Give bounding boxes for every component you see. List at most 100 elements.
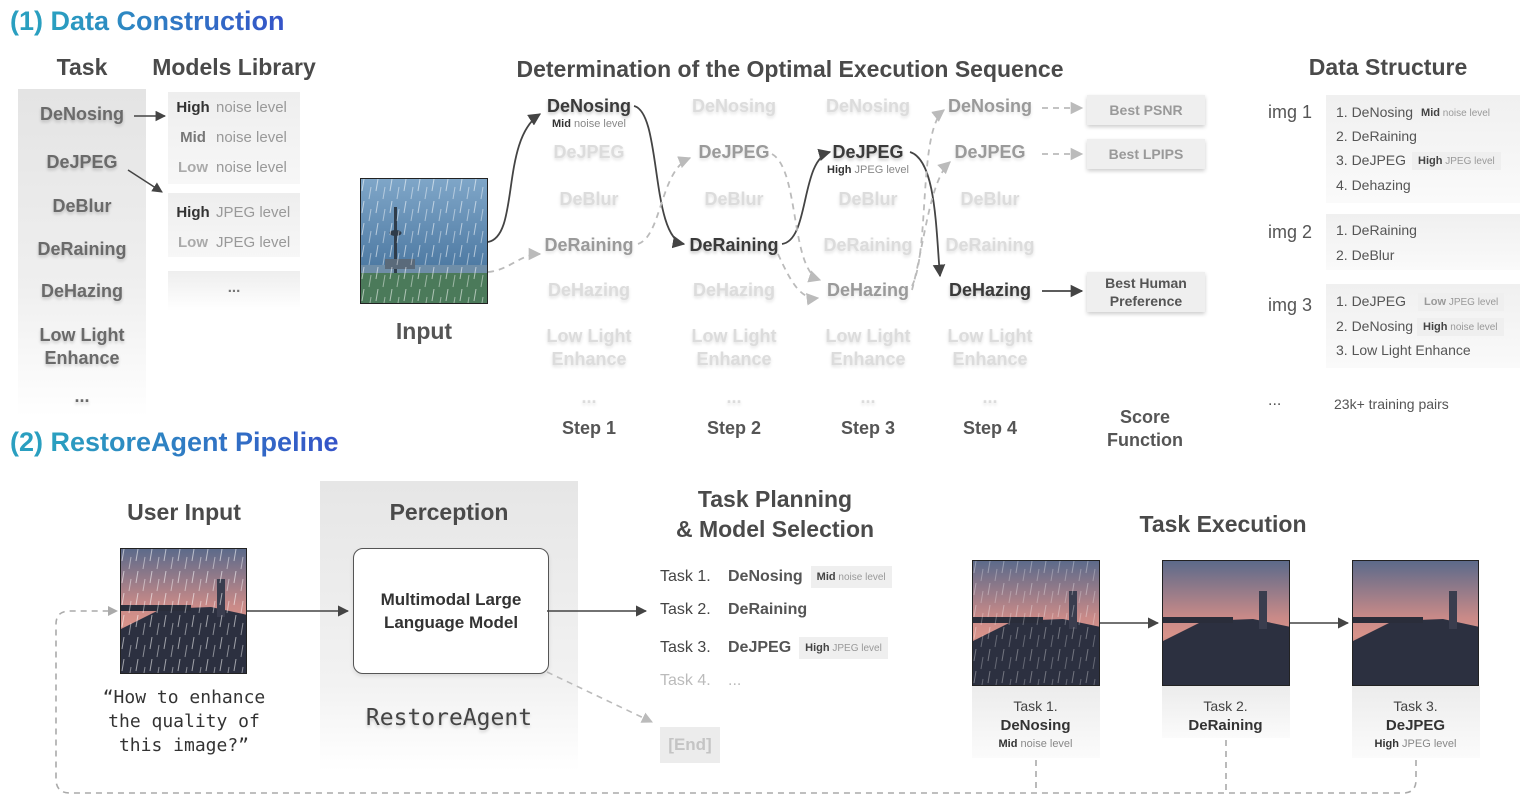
ds-img2-line2: 2. DeBlur xyxy=(1336,247,1395,263)
ds-img2-line1: 1. DeRaining xyxy=(1336,222,1417,238)
sub-text: JPEG level xyxy=(854,164,909,176)
user-input-header: User Input xyxy=(127,499,241,525)
step1-lowlight: Low Light Enhance xyxy=(546,326,632,369)
more-models-box: ... xyxy=(168,271,300,311)
step3-dejpeg: DeJPEG High JPEG level xyxy=(813,141,923,176)
level-label: High xyxy=(176,99,210,116)
optimal-sequence-header: Determination of the Optimal Execution S… xyxy=(516,56,1064,82)
step3-deblur: DeBlur xyxy=(838,189,898,209)
ds-tag: Low JPEG level xyxy=(1418,293,1505,311)
tag-text: JPEG level xyxy=(1445,156,1495,167)
sub-text: noise level xyxy=(574,118,626,130)
plan-task-num: Task 2. xyxy=(660,601,711,618)
step2-denosing: DeNosing xyxy=(691,96,776,116)
step1-more: ... xyxy=(581,387,597,407)
exec-card-3-bg xyxy=(1352,686,1480,758)
execution-header: Task Execution xyxy=(1139,511,1307,537)
task-item-deraining: DeRaining xyxy=(37,239,127,259)
task-item-more: ... xyxy=(74,386,90,406)
step4-lowlight: Low Light Enhance xyxy=(947,326,1033,369)
user-input-image xyxy=(120,548,247,674)
exec-name: DeRaining xyxy=(1188,717,1263,734)
step3-jpeg-sub: High JPEG level xyxy=(813,164,923,176)
step1-label: Step 1 xyxy=(561,418,617,438)
plan-task-num: Task 3. xyxy=(660,639,711,656)
plan-task-num: Task 1. xyxy=(660,568,711,585)
arrow-dehazing-to-denosing-alt xyxy=(911,109,945,287)
task-item-denosing: DeNosing xyxy=(39,104,124,124)
exec-image-3 xyxy=(1352,560,1479,686)
step2-dehazing: DeHazing xyxy=(692,280,775,300)
tag-text: noise level xyxy=(1442,108,1491,119)
step1-dehazing: DeHazing xyxy=(547,280,630,300)
bridge-photo-rainy xyxy=(973,561,1099,685)
feedback-arrowhead xyxy=(108,606,118,616)
task-item-deblur: DeBlur xyxy=(52,196,112,216)
tag-level: High xyxy=(1418,155,1443,167)
section1-name: Data Construction xyxy=(50,6,285,36)
section2-title: (2) RestoreAgent Pipeline xyxy=(10,427,339,458)
arrow-dejpeg-to-dehazing-alt xyxy=(771,153,822,283)
sub-level: Mid xyxy=(552,118,571,130)
ds-line-text: 2. DeNosing xyxy=(1336,318,1414,334)
sub-level: High xyxy=(827,164,852,176)
ds-img3-label: img 3 xyxy=(1268,295,1313,315)
step2-label: Step 2 xyxy=(706,418,762,438)
task-item-dejpeg: DeJPEG xyxy=(46,152,118,172)
bridge-photo-clean xyxy=(1353,561,1478,685)
exec-card-3: Task 3. DeJPEG High JPEG level xyxy=(1352,696,1479,752)
arrow-input-to-denosing xyxy=(487,113,542,243)
plan-task-name: DeRaining xyxy=(728,601,808,618)
input-label: Input xyxy=(395,318,453,344)
step4-denosing: DeNosing xyxy=(947,96,1032,116)
exec-name: DeNosing xyxy=(1000,717,1071,734)
bridge-photo-derained xyxy=(1163,561,1289,685)
score-best-human: Best Human Preference xyxy=(1087,272,1205,312)
step-task-label: DeJPEG xyxy=(832,142,904,162)
step3-more: ... xyxy=(860,387,876,407)
step4-label: Step 4 xyxy=(962,418,1018,438)
step1-noise-sub: Mid noise level xyxy=(534,118,644,130)
input-image xyxy=(360,178,488,304)
exec-card-1: Task 1. DeNosing Mid noise level xyxy=(972,696,1099,752)
exec-level-text: JPEG level xyxy=(1402,738,1457,750)
plan-task-name: ... xyxy=(728,672,742,689)
tag-text: noise level xyxy=(1450,322,1498,333)
step4-dehazing: DeHazing xyxy=(948,280,1031,300)
step3-lowlight: Low Light Enhance xyxy=(825,326,911,369)
plan-tag: High JPEG level xyxy=(799,637,888,659)
exec-level: High JPEG level xyxy=(1352,736,1479,752)
ds-img1-line2: 2. DeRaining xyxy=(1336,128,1417,144)
tag-text: JPEG level xyxy=(832,643,882,654)
exec-num: Task 3. xyxy=(1393,698,1438,714)
arrow-deraining-to-dejpeg xyxy=(781,148,832,245)
section2-name: RestoreAgent Pipeline xyxy=(50,427,339,457)
arrow-mllm-to-end xyxy=(546,671,654,723)
tag-level: High xyxy=(805,642,830,654)
step3-deraining: DeRaining xyxy=(823,235,913,255)
plan-task-num: Task 4. xyxy=(660,672,711,689)
plan-task4: Task 4.... xyxy=(660,672,741,690)
score-function-label: Score Function xyxy=(1107,407,1183,450)
mllm-box: Multimodal Large Language Model xyxy=(353,548,549,674)
exec-level-value: High xyxy=(1374,738,1399,750)
tag-text: noise level xyxy=(838,572,886,583)
step-task-label: DeNosing xyxy=(546,96,631,116)
exec-level-value: Mid xyxy=(998,738,1018,750)
models-library-header: Models Library xyxy=(152,54,316,80)
level-text: noise level xyxy=(216,159,287,176)
ds-img2-box: 1. DeRaining 2. DeBlur xyxy=(1326,214,1520,270)
score-best-psnr: Best PSNR xyxy=(1087,95,1205,125)
exec-image-1 xyxy=(972,560,1100,686)
